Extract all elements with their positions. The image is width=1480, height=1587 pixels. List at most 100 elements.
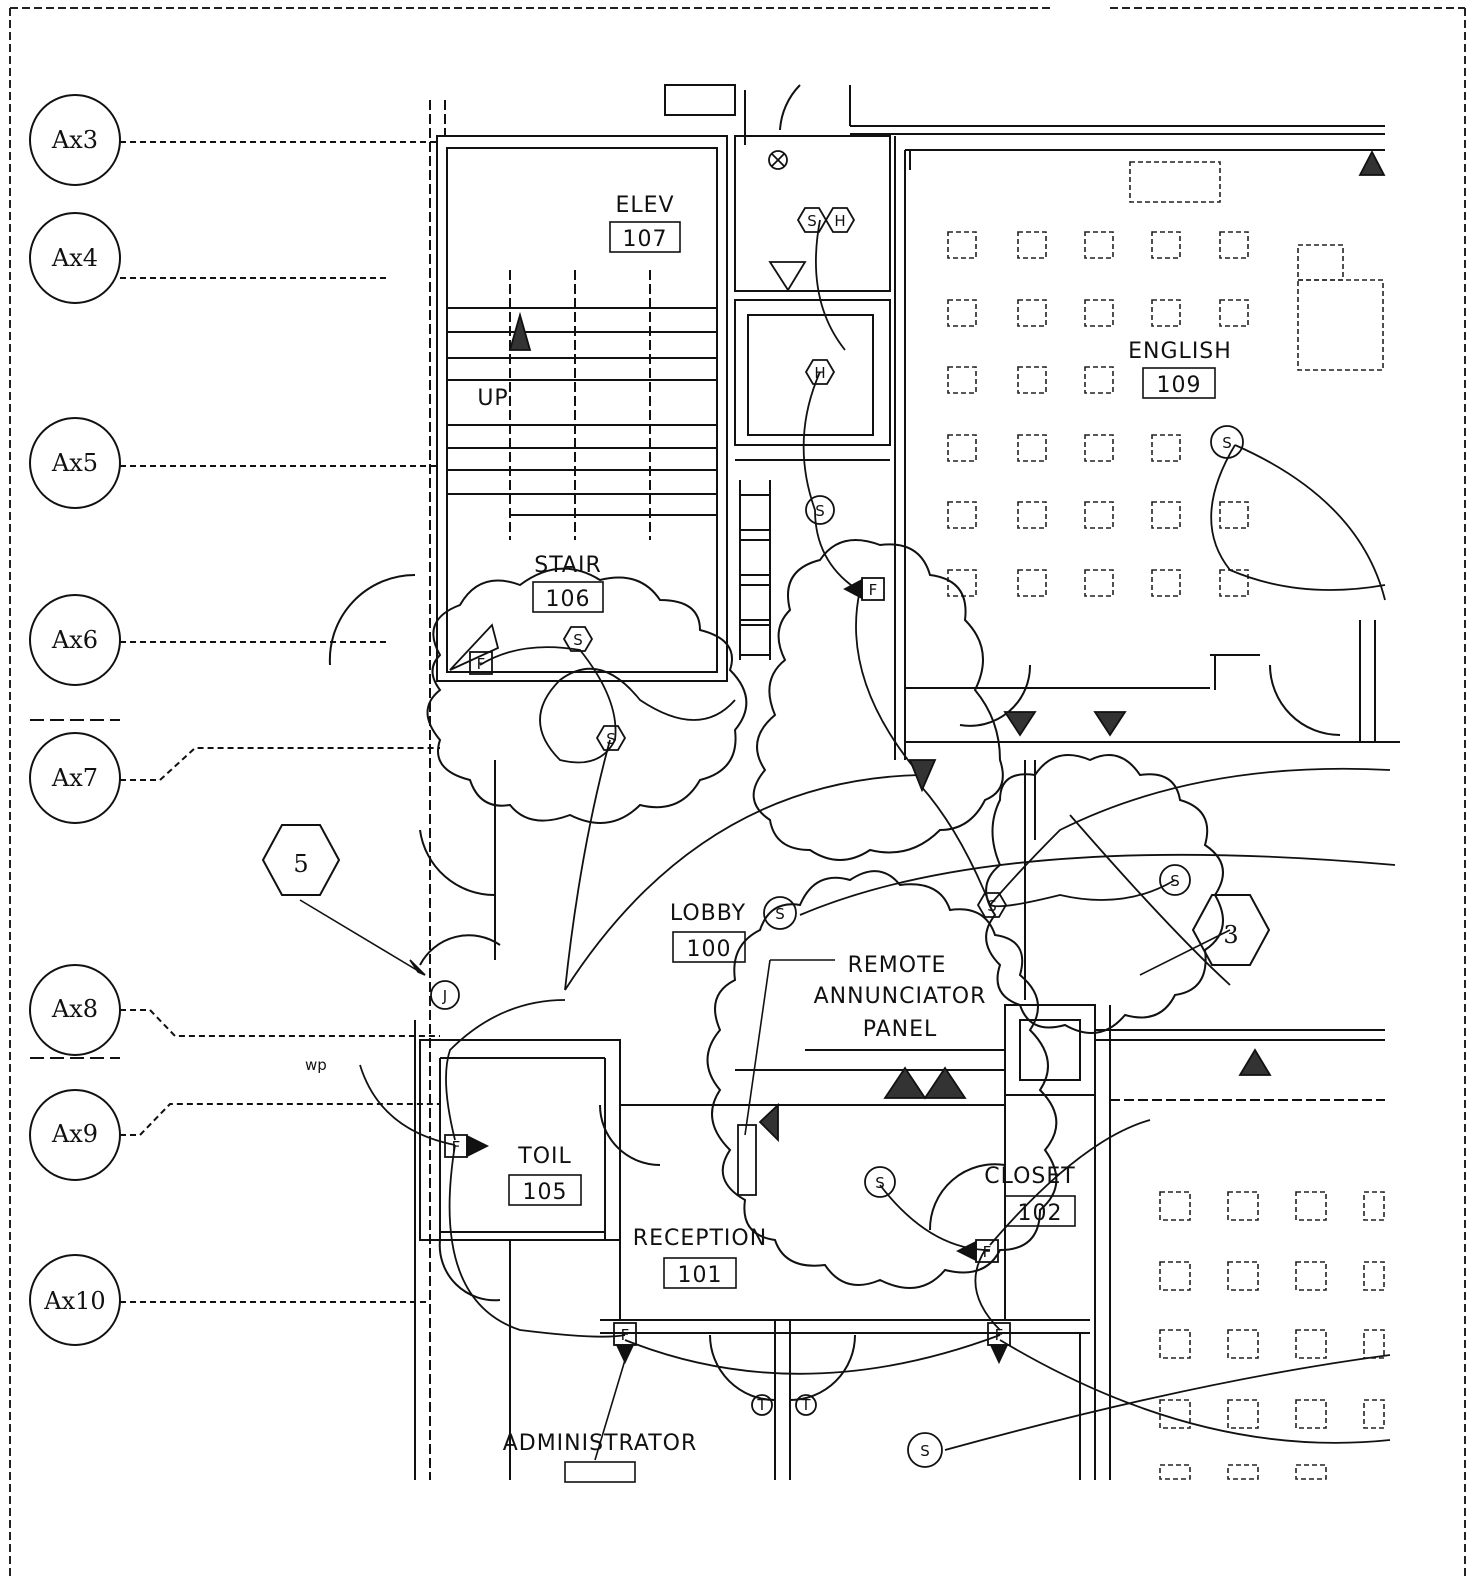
leaders (299, 899, 1231, 1461)
classroom-desks (1159, 1191, 1385, 1480)
axis-bubble-ax4: Ax4 (29, 212, 390, 304)
horn-strobe-icon (508, 311, 532, 351)
keynote-number: 3 (1223, 921, 1238, 949)
axis-label: Ax7 (51, 764, 98, 792)
keynote-number: 5 (293, 850, 308, 878)
axis-label: Ax3 (51, 126, 98, 154)
keynote-5-leader (299, 899, 426, 976)
pull-station: F (449, 623, 500, 675)
smoke-detector: S (907, 1432, 943, 1468)
horn-strobe-icon (1003, 711, 1037, 737)
horn-strobe-icon (1358, 150, 1386, 176)
revision-cloud-corridor (752, 539, 1004, 861)
revision-cloud-stair (426, 567, 748, 824)
room-tag-administrator: ADMINISTRATOR (503, 1431, 698, 1483)
room-tag-closet: CLOSET 102 (984, 1164, 1076, 1227)
room-name: ELEV (615, 193, 674, 218)
svg-text:F: F (621, 1326, 630, 1344)
room-tag-elev: ELEV 107 (609, 193, 681, 253)
axis-bubble-ax10: Ax10 (29, 1254, 430, 1346)
axis-bubble-ax7: Ax7 (29, 732, 440, 824)
svg-text:S: S (987, 897, 997, 915)
axis-bubble-ax5: Ax5 (29, 417, 440, 509)
revision-cloud-lobby (706, 870, 1058, 1289)
pull-station: F (444, 1134, 490, 1158)
annunciator-label: REMOTE ANNUNCIATOR PANEL (814, 953, 987, 1042)
room-name: RECEPTION (633, 1226, 767, 1251)
axis-bubble-ax8: Ax8 (29, 964, 440, 1056)
room-tag-stair: STAIR 106 (532, 553, 604, 613)
svg-text:F: F (983, 1243, 992, 1261)
axis-bubble-ax6: Ax6 (29, 594, 390, 686)
room-tag-toil: TOIL 105 (508, 1144, 582, 1206)
horn-strobe-icon (908, 759, 937, 793)
room-name: ADMINISTRATOR (503, 1431, 698, 1456)
axis-label: Ax9 (51, 1120, 98, 1148)
svg-text:S: S (1170, 872, 1180, 890)
pull-station: F (955, 1239, 999, 1263)
door-holder-icon (768, 150, 788, 170)
pull-station: F (987, 1322, 1011, 1365)
room-tag-lobby: LOBBY 100 (670, 901, 746, 963)
pull-station: F (843, 577, 885, 601)
room-number: 109 (1157, 373, 1202, 398)
room-number: 105 (523, 1180, 568, 1205)
smoke-detector: S (976, 892, 1008, 918)
tamper-switch: T (751, 1394, 773, 1416)
svg-text:J: J (442, 987, 447, 1005)
room-tag-reception: RECEPTION 101 (633, 1226, 767, 1289)
axis-bubbles: Ax3 Ax4 Ax5 Ax6 Ax7 Ax8 (29, 94, 440, 1346)
heat-detector: H (804, 359, 836, 385)
svg-text:S: S (606, 730, 616, 748)
smoke-detector: S (595, 725, 627, 751)
tamper-switch: T (795, 1394, 817, 1416)
svg-text:H: H (814, 364, 825, 382)
svg-text:REMOTE: REMOTE (848, 953, 947, 978)
svg-text:F: F (869, 581, 878, 599)
smoke-detector: S (763, 896, 797, 930)
smoke-detector: S (1159, 864, 1191, 896)
pull-station: F (613, 1322, 637, 1365)
junction-box: J (430, 980, 460, 1010)
smoke-detector: S (562, 626, 594, 652)
keynote-3: 3 (1191, 894, 1271, 966)
fire-alarm-wiring (359, 219, 1396, 1451)
svg-text:S: S (573, 631, 583, 649)
axis-label: Ax5 (51, 449, 98, 477)
smoke-detector: S (805, 495, 835, 525)
room-name: CLOSET (984, 1164, 1075, 1189)
axis-label: Ax10 (43, 1287, 105, 1315)
axis-label: Ax4 (51, 244, 98, 272)
room-name: TOIL (517, 1144, 572, 1169)
sheet-border (9, 7, 1466, 1580)
axis-label: Ax6 (51, 626, 98, 654)
svg-text:F: F (477, 655, 486, 673)
svg-text:S: S (775, 905, 785, 923)
svg-text:S: S (815, 502, 825, 520)
wp-label: wp (305, 1056, 327, 1074)
keynote-5: 5 (261, 824, 341, 896)
revision-cloud-closet (985, 754, 1224, 1034)
walls (328, 84, 1400, 1480)
horn-strobe-icon (1093, 711, 1127, 737)
room-name: STAIR (534, 553, 602, 578)
svg-text:S: S (920, 1442, 930, 1460)
svg-text:F: F (452, 1138, 461, 1156)
room-number: 102 (1018, 1201, 1063, 1226)
svg-text:H: H (834, 212, 845, 230)
revision-clouds (426, 539, 1224, 1289)
svg-text:S: S (807, 212, 817, 230)
room-number: 101 (678, 1263, 723, 1288)
svg-text:PANEL: PANEL (863, 1017, 938, 1042)
svg-text:S: S (875, 1174, 885, 1192)
room-tag-english: ENGLISH 109 (1128, 339, 1232, 399)
svg-text:ANNUNCIATOR: ANNUNCIATOR (814, 984, 987, 1009)
room-name: ENGLISH (1128, 339, 1232, 364)
axis-bubble-ax9: Ax9 (29, 1089, 440, 1181)
annunciator-panel-box (737, 1124, 757, 1196)
svg-text:F: F (995, 1326, 1004, 1344)
horn-strobe-icon (758, 1102, 779, 1143)
